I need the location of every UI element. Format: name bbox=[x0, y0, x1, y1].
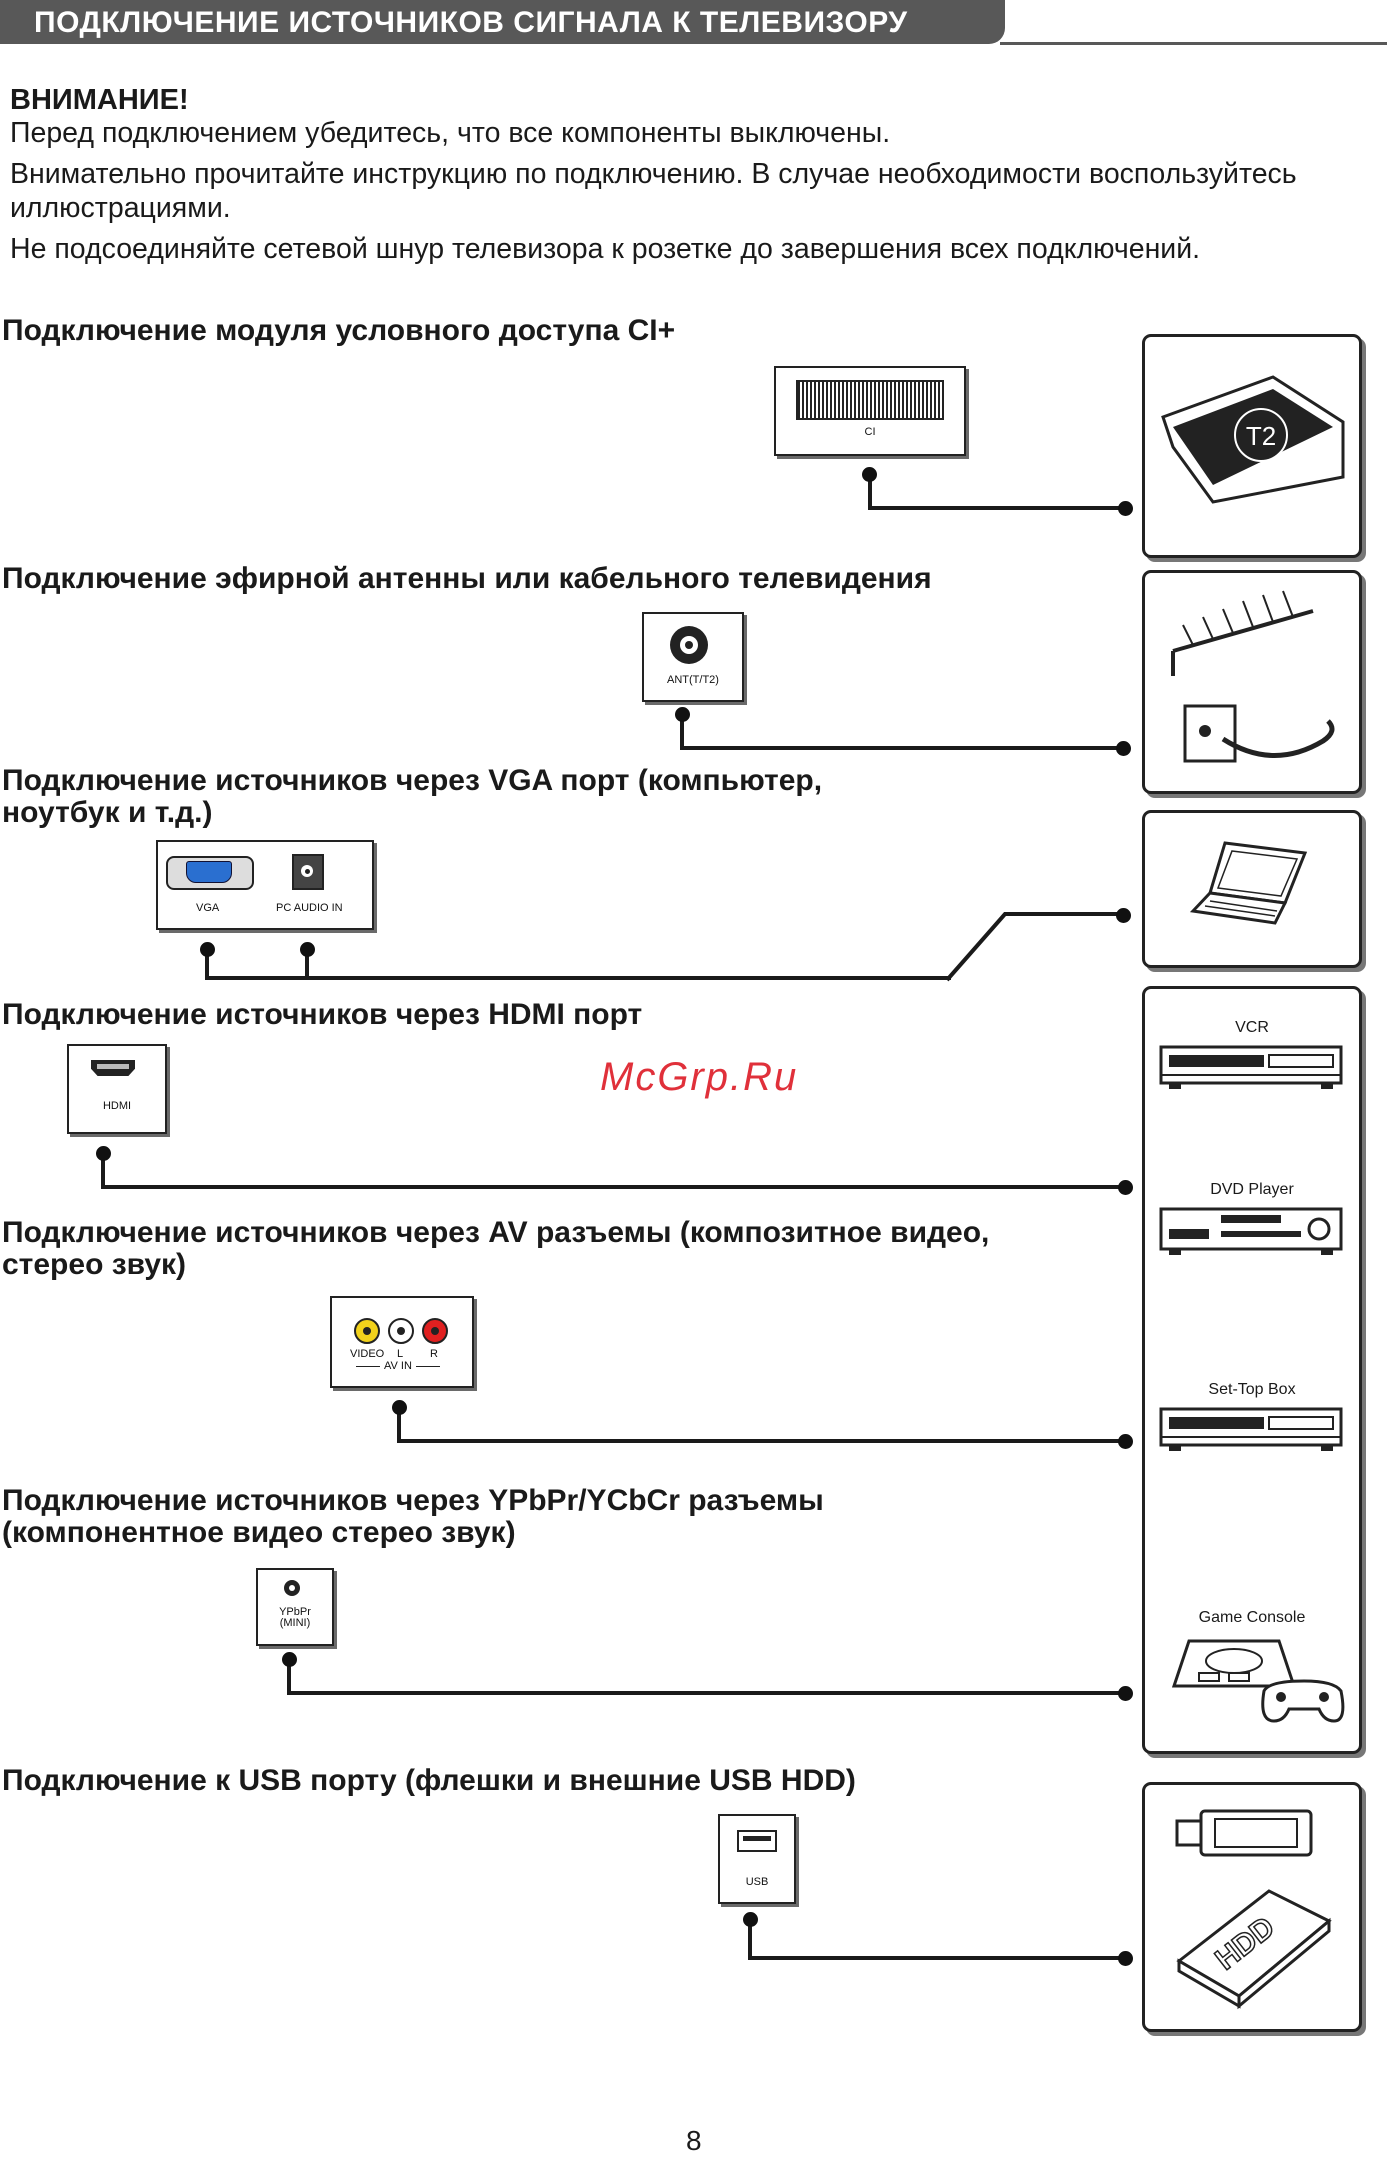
antenna-cable-plug bbox=[1116, 741, 1131, 756]
vga-cable bbox=[205, 976, 951, 980]
game-console-label: Game Console bbox=[1198, 1609, 1306, 1626]
ci-cable bbox=[868, 475, 872, 510]
usb-cable-plug bbox=[743, 1912, 758, 1927]
antenna-jack-icon bbox=[670, 626, 708, 664]
warning-title: ВНИМАНИЕ! bbox=[10, 84, 189, 116]
ci-port-panel: CI bbox=[774, 366, 966, 456]
ypbpr-port-label-2: (MINI) bbox=[279, 1617, 311, 1629]
ci-slot-icon bbox=[796, 380, 944, 420]
section-title-vga-1: Подключение источников через VGA порт (к… bbox=[2, 764, 823, 797]
hdmi-port-panel: HDMI bbox=[67, 1044, 167, 1134]
ypbpr-jack-icon bbox=[284, 1580, 300, 1596]
usb-connector-icon bbox=[737, 1830, 777, 1852]
vga-cable-plug bbox=[200, 942, 215, 957]
header-bar bbox=[0, 0, 1005, 44]
ci-cable-plug bbox=[862, 467, 877, 482]
ci-port-label: CI bbox=[864, 426, 876, 438]
pc-audio-port-label: PC AUDIO IN bbox=[276, 902, 343, 914]
section-title-vga-2: ноутбук и т.д.) bbox=[2, 796, 213, 829]
section-title-ci: Подключение модуля условного доступа CI+ bbox=[2, 314, 676, 347]
av-cable bbox=[397, 1439, 1126, 1443]
antenna-port-label: ANT(T/T2) bbox=[667, 674, 719, 686]
game-console-icon bbox=[1171, 1639, 1345, 1723]
vcr-icon bbox=[1159, 1045, 1343, 1089]
ci-cable-plug bbox=[1118, 501, 1133, 516]
vga-cable-plug bbox=[1116, 908, 1131, 923]
pc-audio-cable-plug bbox=[300, 942, 315, 957]
dvd-player-icon bbox=[1159, 1207, 1343, 1255]
ypbpr-port-panel: YPbPr (MINI) bbox=[256, 1568, 334, 1646]
warning-line-2: Внимательно прочитайте инструкцию по под… bbox=[10, 158, 1297, 224]
set-top-box-label: Set-Top Box bbox=[1208, 1381, 1296, 1398]
rca-video-jack-icon bbox=[354, 1318, 380, 1344]
section-title-usb: Подключение к USB порту (флешки и внешни… bbox=[2, 1764, 856, 1797]
header-rule bbox=[1000, 42, 1387, 45]
warning-line-3: Не подсоединяйте сетевой шнур телевизора… bbox=[10, 233, 1201, 265]
watermark: McGrp.Ru bbox=[600, 1055, 799, 1099]
ci-card-label: T2 bbox=[1246, 421, 1276, 451]
usb-cable-plug bbox=[1118, 1951, 1133, 1966]
hdmi-cable-plug bbox=[1118, 1180, 1133, 1195]
ypbpr-cable-plug bbox=[282, 1652, 297, 1667]
av-video-label: VIDEO bbox=[350, 1348, 385, 1360]
antenna-device-box bbox=[1142, 570, 1362, 794]
av-devices-box: VCR DVD Player Set-Top Box Game Console bbox=[1142, 986, 1362, 1754]
av-left-label: L bbox=[397, 1348, 404, 1360]
page-title: ПОДКЛЮЧЕНИЕ ИСТОЧНИКОВ СИГНАЛА К ТЕЛЕВИЗ… bbox=[34, 6, 908, 39]
usb-port-label: USB bbox=[745, 1876, 769, 1888]
usb-devices-box: HDD bbox=[1142, 1782, 1362, 2032]
av-in-label: AV IN bbox=[384, 1360, 412, 1372]
ypbpr-cable bbox=[287, 1660, 291, 1695]
ypbpr-cable-plug bbox=[1118, 1686, 1133, 1701]
hdmi-cable-plug bbox=[96, 1146, 111, 1161]
antenna-port-panel: ANT(T/T2) bbox=[642, 612, 744, 702]
hdmi-cable bbox=[101, 1154, 105, 1189]
antenna-cable-plug bbox=[675, 707, 690, 722]
vga-connector-icon bbox=[166, 856, 254, 890]
section-title-ypbpr-1: Подключение источников через YPbPr/YCbCr… bbox=[2, 1484, 824, 1517]
av-right-label: R bbox=[430, 1348, 438, 1360]
section-title-av-1: Подключение источников через AV разъемы … bbox=[2, 1216, 990, 1249]
ypbpr-port-label-1: YPbPr bbox=[279, 1606, 311, 1618]
vga-cable bbox=[205, 950, 209, 980]
ypbpr-cable bbox=[287, 1691, 1126, 1695]
ci-module-box: T2 bbox=[1142, 334, 1362, 558]
laptop-icon bbox=[1189, 841, 1308, 925]
usb-flash-drive-icon bbox=[1175, 1809, 1313, 1857]
av-port-panel: VIDEO L R AV IN bbox=[330, 1296, 474, 1388]
av-cable-plug bbox=[392, 1400, 407, 1415]
pc-audio-cable bbox=[305, 950, 309, 980]
hdmi-connector-icon bbox=[91, 1060, 135, 1076]
section-title-antenna: Подключение эфирной антенны или кабельно… bbox=[2, 562, 932, 595]
page-number: 8 bbox=[686, 2125, 702, 2156]
section-title-ypbpr-2: (компонентное видео стерео звук) bbox=[2, 1516, 516, 1549]
rca-left-jack-icon bbox=[388, 1318, 414, 1344]
pc-audio-jack-icon bbox=[292, 854, 324, 890]
section-title-av-2: стерео звук) bbox=[2, 1248, 187, 1281]
antenna-icon bbox=[1171, 590, 1335, 763]
warning-line-1: Перед подключением убедитесь, что все ко… bbox=[10, 117, 891, 149]
dvd-player-label: DVD Player bbox=[1210, 1181, 1294, 1198]
vcr-label: VCR bbox=[1235, 1019, 1269, 1036]
rca-right-jack-icon bbox=[422, 1318, 448, 1344]
set-top-box-icon bbox=[1159, 1407, 1343, 1451]
vga-port-panel: VGA PC AUDIO IN bbox=[156, 840, 374, 930]
hdmi-cable bbox=[101, 1185, 1126, 1189]
usb-cable bbox=[748, 1956, 1126, 1960]
antenna-cable bbox=[680, 715, 684, 750]
section-title-hdmi: Подключение источников через HDMI порт bbox=[2, 998, 643, 1031]
computer-device-box bbox=[1142, 810, 1362, 968]
av-cable bbox=[397, 1408, 401, 1443]
vga-cable-bend bbox=[945, 912, 1125, 982]
av-cable-plug bbox=[1118, 1434, 1133, 1449]
antenna-cable bbox=[680, 746, 1124, 750]
vga-port-label: VGA bbox=[196, 902, 220, 914]
hdmi-port-label: HDMI bbox=[102, 1100, 132, 1112]
ci-module-card-icon: T2 bbox=[1161, 375, 1345, 504]
external-hdd-icon: HDD bbox=[1176, 1889, 1332, 2010]
usb-cable bbox=[748, 1920, 752, 1960]
ci-cable bbox=[868, 506, 1126, 510]
usb-port-panel: USB bbox=[718, 1814, 796, 1904]
